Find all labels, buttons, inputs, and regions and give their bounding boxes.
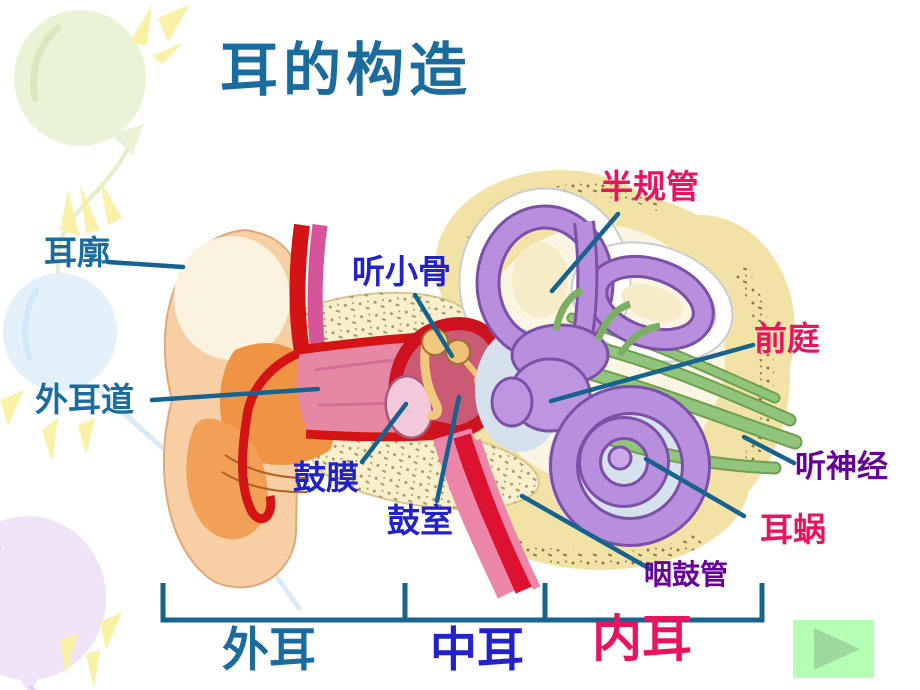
label-ear-canal: 外耳道: [35, 383, 134, 419]
sparkle-cluster-bottom: [60, 612, 122, 688]
leader-erwo: [643, 456, 747, 519]
leader-lines: [105, 211, 797, 572]
play-triangle-icon: [813, 628, 860, 670]
label-tympanic-cavity: 鼓室: [387, 504, 453, 540]
cochlea-shape: [549, 385, 711, 547]
label-ossicles: 听小骨: [352, 255, 451, 291]
label-eardrum: 鼓膜: [293, 461, 359, 497]
inner-ear: [475, 204, 715, 547]
label-eustachian-tube: 咽鼓管: [644, 560, 729, 591]
section-middle-ear: 中耳: [430, 625, 524, 677]
leader-erkuo: [105, 259, 186, 270]
label-vestibule: 前庭: [754, 322, 820, 358]
label-cochlea: 耳蜗: [760, 513, 826, 549]
pinna: [162, 223, 334, 589]
label-semicircular-canals: 半规管: [600, 170, 699, 206]
leader-tingxiaogu: [412, 292, 455, 359]
leader-yanguguan: [519, 493, 653, 572]
section-inner-ear: 内耳: [592, 611, 692, 667]
leader-tingshenjing: [741, 434, 797, 466]
leader-gushi: [434, 394, 462, 504]
leader-banguiguan: [549, 211, 621, 294]
label-auditory-nerve: 听神经: [795, 449, 888, 484]
leader-qianting: [548, 342, 756, 404]
section-outer-ear: 外耳: [222, 625, 316, 677]
page-title: 耳的构造: [220, 38, 473, 103]
eustachian-tube: [432, 428, 541, 599]
section-bracket: [160, 583, 765, 623]
sparkle-cluster-middle: [0, 390, 95, 462]
sparkle-cluster-top: [60, 4, 190, 236]
leader-waierdao: [149, 386, 321, 403]
background-decorations: [0, 4, 303, 690]
label-auricle: 耳廓: [44, 236, 110, 272]
next-slide-button[interactable]: [793, 620, 874, 678]
leader-gumo: [359, 401, 409, 465]
